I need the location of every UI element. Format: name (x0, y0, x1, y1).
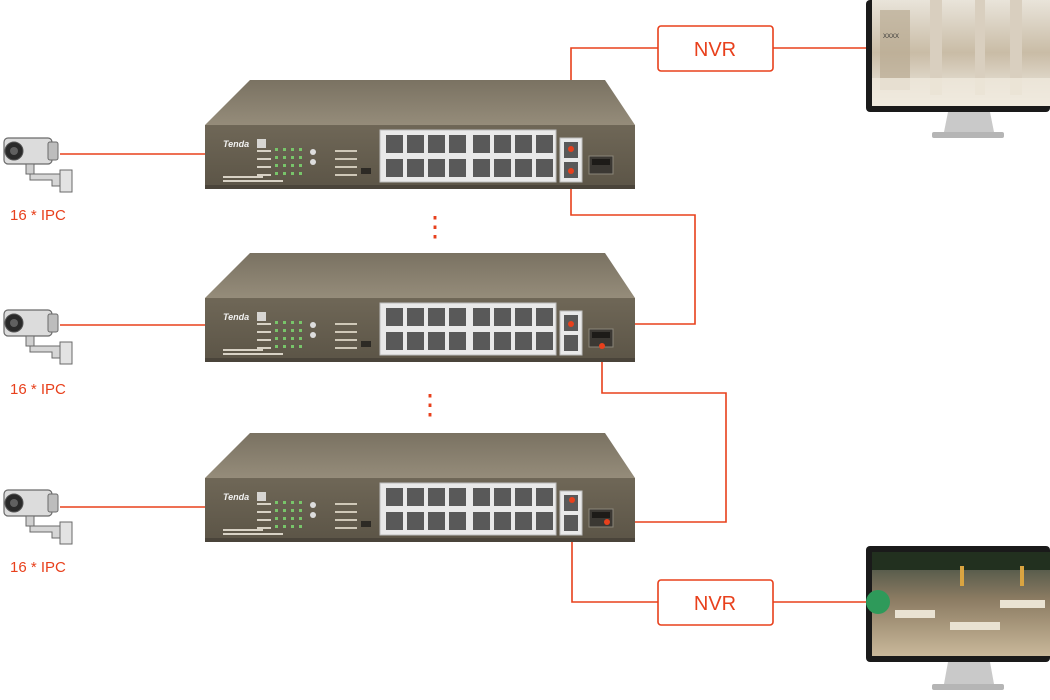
svg-text:XXXX: XXXX (883, 34, 899, 40)
nvr-bottom-label: NVR (694, 593, 736, 615)
ipc-camera-3: 16 * IPC (3, 489, 73, 576)
link-switch3-nvr-bottom (571, 518, 658, 603)
poe-switch-2 (204, 252, 636, 363)
ipc-label-2: 16 * IPC (10, 381, 66, 398)
ipc-camera-2: 16 * IPC (3, 309, 73, 398)
ellipsis-1: ⋮ (421, 211, 449, 242)
poe-switch-3 (204, 432, 636, 543)
port-marker-s1-uplink1 (568, 146, 574, 152)
nvr-bottom: NVR (657, 579, 774, 626)
port-marker-s2-uplink (568, 321, 574, 327)
link-switch2-switch3 (601, 346, 727, 523)
nvr-top-label: NVR (694, 39, 736, 61)
ipc-label-3: 16 * IPC (10, 559, 66, 576)
ipc-label-1: 16 * IPC (10, 207, 66, 224)
ipc-camera-1: 16 * IPC (3, 137, 73, 224)
port-marker-s1-uplink2 (568, 168, 574, 174)
nvr-top: NVR (657, 25, 774, 72)
port-markers (568, 146, 610, 525)
port-marker-s3-sfp (604, 519, 610, 525)
port-marker-s3-uplink (569, 497, 575, 503)
link-switch1-switch2 (570, 173, 696, 325)
monitor-restaurant (866, 546, 1050, 690)
ellipsis-2: ⋮ (416, 389, 444, 420)
monitor-mall: XXXX (866, 0, 1050, 138)
port-marker-s2-sfp (599, 343, 605, 349)
